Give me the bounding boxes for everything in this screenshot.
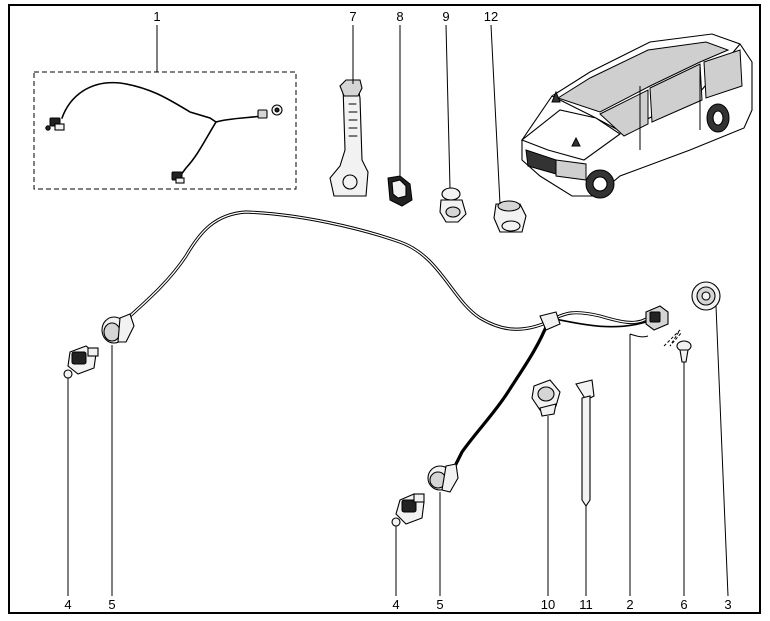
leader-12 (490, 24, 501, 205)
bracket-icon (329, 25, 369, 197)
inset-hose-line (61, 81, 217, 123)
label-7: 7 (349, 9, 356, 24)
cap-icon (691, 281, 729, 597)
label-6: 6 (680, 597, 687, 612)
label-4-center: 4 (392, 597, 399, 612)
hose-connector-icon (645, 305, 669, 331)
washer-hose-icon (128, 210, 669, 596)
vehicle-icon (520, 33, 753, 199)
leader-9 (445, 24, 451, 189)
washer-nozzle-left-icon (63, 345, 99, 596)
inset-nozzle-right-icon (171, 171, 185, 184)
hose-assembly-inset (33, 25, 297, 190)
diagram-frame (8, 4, 761, 614)
label-9: 9 (442, 9, 449, 24)
label-11: 11 (579, 597, 593, 612)
clip-12-icon (490, 24, 527, 233)
label-8: 8 (396, 9, 403, 24)
clip-8-icon (387, 25, 413, 207)
inset-connector-icon (257, 104, 283, 119)
label-5-center: 5 (436, 597, 443, 612)
reference-labels: 1 7 8 9 12 4 5 4 5 10 11 2 6 3 (64, 9, 731, 612)
inset-hose-down (179, 121, 217, 177)
inset-nozzle-left-icon (45, 117, 65, 131)
label-10: 10 (541, 597, 555, 612)
label-2: 2 (626, 597, 633, 612)
label-5-left: 5 (108, 597, 115, 612)
inset-dashed-box (33, 71, 297, 190)
label-4-left: 4 (64, 597, 71, 612)
inset-hose-branch (215, 115, 263, 123)
cable-tie-icon (575, 379, 595, 596)
label-3: 3 (724, 597, 731, 612)
grommet-left-icon (101, 313, 135, 596)
label-1: 1 (153, 9, 160, 24)
clip-10-icon (531, 379, 561, 596)
washer-nozzle-center-icon (391, 493, 425, 596)
label-12: 12 (484, 9, 498, 24)
leader-3 (715, 305, 729, 597)
grommet-center-icon (427, 463, 459, 596)
clip-9-icon (439, 24, 467, 223)
screw-icon (663, 329, 692, 596)
